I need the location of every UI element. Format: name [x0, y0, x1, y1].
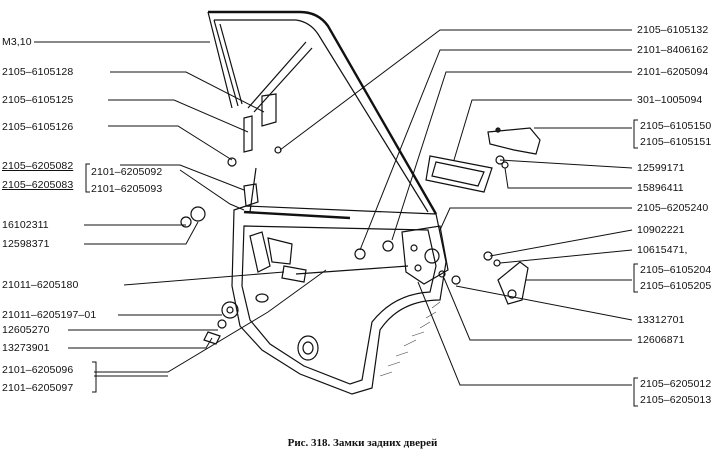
grommet-inner [226, 306, 234, 314]
lock-rod-vertical [249, 167, 257, 213]
bushing-12598371 [180, 216, 192, 228]
label-15896411: 15896411 [637, 182, 684, 194]
latch-plate [497, 261, 529, 305]
panel-cutout-left [249, 231, 271, 273]
label-2105-6105125: 2105–6105125 [2, 94, 74, 106]
leader-lines-right [279, 29, 633, 386]
door-panel-inner-edge [241, 225, 437, 385]
label-12598371: 12598371 [2, 238, 50, 250]
label-2105-6105205: 2105–6105205 [640, 280, 712, 292]
window-frame-left [207, 11, 243, 109]
panel-hole-2 [255, 293, 269, 303]
handle-pad [487, 127, 541, 155]
label-12606871: 12606871 [637, 334, 685, 346]
bolt-13312701 [451, 275, 461, 285]
door-inner-panel [231, 205, 447, 395]
label-2105-6105151: 2105–6105151 [640, 136, 712, 148]
label-13273901: 13273901 [2, 342, 50, 354]
bracket-r11 [633, 263, 638, 293]
washer-10615471 [493, 259, 501, 267]
lock-rotor [424, 248, 440, 264]
figure-caption: Рис. 318. Замки задних дверей [287, 437, 438, 449]
button-housing [261, 93, 277, 127]
bushing-16102311 [190, 206, 206, 222]
label-13312701: 13312701 [637, 314, 685, 326]
screw-13273901 [203, 331, 221, 345]
leader-lines-left [34, 41, 327, 377]
latch-hole [507, 289, 517, 299]
label-m3-10: M3,10 [2, 36, 32, 48]
label-2105-6105150: 2105–6105150 [640, 120, 712, 132]
window-frame-outer [208, 10, 438, 215]
label-2101-6205097: 2101–6205097 [2, 382, 74, 394]
window-frame-inner [214, 19, 429, 213]
label-2105-6205083: 2105–6205083 [2, 179, 74, 191]
label-2105-6205082: 2105–6205082 [2, 160, 74, 172]
label-2101-6205094: 2101–6205094 [637, 66, 709, 78]
bracket-r5 [633, 119, 638, 149]
label-2105-6105204: 2105–6105204 [640, 264, 712, 276]
label-10615471: 10615471, [637, 244, 688, 256]
label-12599171: 12599171 [637, 162, 685, 174]
panel-hole-3 [354, 248, 366, 260]
label-2105-6105126: 2105–6105126 [2, 121, 74, 133]
label-2105-6205012: 2105–6205012 [640, 378, 712, 390]
panel-hole-1-inner [302, 341, 314, 355]
label-21011-6205197-01: 21011–6205197–01 [2, 309, 97, 321]
label-2105-6105128: 2105–6105128 [2, 66, 74, 78]
bracket-l13 [92, 361, 97, 393]
button-rod [243, 115, 253, 153]
lever-bracket [243, 183, 259, 207]
panel-hole-1 [297, 335, 319, 361]
label-2101-6205093: 2101–6205093 [91, 183, 163, 195]
label-2101-8406162: 2101–8406162 [637, 44, 709, 56]
label-2101-6205092: 2101–6205092 [91, 166, 163, 178]
lock-screw-1 [410, 244, 418, 252]
label-2105-6105132: 2105–6105132 [637, 24, 709, 36]
panel-hole-4 [382, 240, 394, 252]
label-16102311: 16102311 [2, 219, 49, 231]
label-301-1005094: 301–1005094 [637, 94, 703, 106]
grommet-21011 [221, 301, 239, 319]
lock-screw-2 [414, 264, 422, 272]
panel-cutout-mid [267, 237, 293, 265]
bracket-r14 [633, 377, 638, 407]
label-2101-6205096: 2101–6205096 [2, 364, 74, 376]
label-10902221: 10902221 [637, 224, 685, 236]
clip-2105-6105132 [274, 146, 282, 154]
label-2105-6205240: 2105–6205240 [637, 202, 709, 214]
pad-screw [495, 127, 501, 133]
lock-rod-upper [243, 210, 351, 220]
washer-12605270 [217, 319, 227, 329]
washer-12606871 [438, 270, 446, 278]
label-2105-6205013: 2105–6205013 [640, 394, 712, 406]
label-21011-6205180: 21011–6205180 [2, 279, 79, 291]
outside-handle [425, 155, 493, 193]
bracket-l6 [85, 163, 90, 193]
washer-15896411 [501, 161, 509, 169]
glass-guide [247, 41, 313, 113]
label-12605270: 12605270 [2, 324, 50, 336]
lock-body [401, 225, 449, 285]
spring-clip [227, 157, 237, 167]
inside-handle [281, 265, 307, 283]
lock-rod-lower [295, 265, 409, 275]
